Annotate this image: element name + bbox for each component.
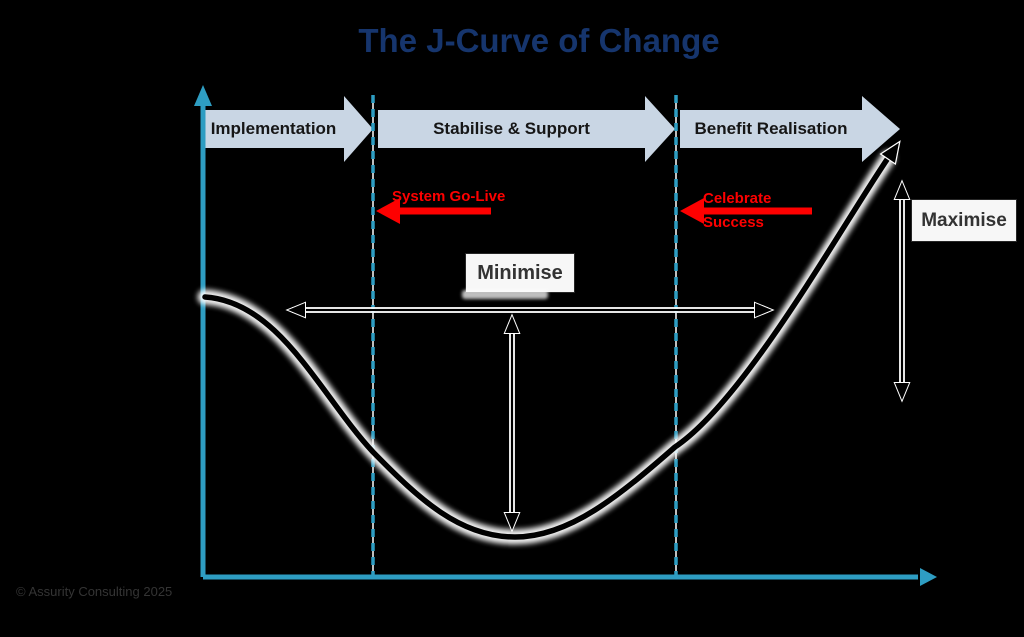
artifact-smudge	[462, 290, 548, 299]
phase-arrow-shapes	[203, 96, 900, 162]
dip-width-arrow	[285, 301, 775, 319]
copyright-text: © Assurity Consulting 2025	[16, 584, 173, 599]
phase-label-benefit-realisation: Benefit Realisation	[694, 119, 848, 138]
celebrate-arrow	[680, 198, 812, 224]
phase-arrow-benefit-realisation	[680, 96, 900, 162]
page-title: The J-Curve of Change	[358, 22, 720, 59]
phase-label-implementation: Implementation	[210, 119, 337, 138]
go-live-arrow	[376, 198, 491, 224]
j-curve-glow	[197, 150, 896, 545]
dip-depth-arrow	[503, 313, 521, 533]
j-curve	[197, 140, 901, 545]
red-callout-arrows	[376, 198, 812, 224]
maximise-tag-label: Maximise	[921, 209, 1007, 231]
celebrate-label-line1: Celebrate	[703, 190, 772, 207]
phase-arrow-stabilise-support	[378, 96, 675, 162]
measure-arrows	[285, 179, 911, 533]
go-live-label: System Go-Live	[392, 188, 506, 205]
j-curve-line	[202, 155, 891, 540]
minimise-tag: Minimise	[466, 254, 574, 292]
y-axis-arrowhead-icon	[194, 85, 212, 106]
axes	[194, 85, 937, 586]
j-curve-arrowhead-icon	[879, 140, 901, 166]
phase-boundary-lines	[371, 95, 678, 576]
maximise-tag: Maximise	[912, 200, 1016, 241]
phase-label-stabilise-support: Stabilise & Support	[433, 119, 590, 138]
maximise-rise-arrow	[893, 179, 911, 403]
phase-arrow-implementation	[203, 96, 373, 162]
minimise-tag-label: Minimise	[477, 261, 563, 284]
celebrate-label-line2: Success	[703, 214, 764, 231]
x-axis-arrowhead-icon	[920, 568, 937, 586]
